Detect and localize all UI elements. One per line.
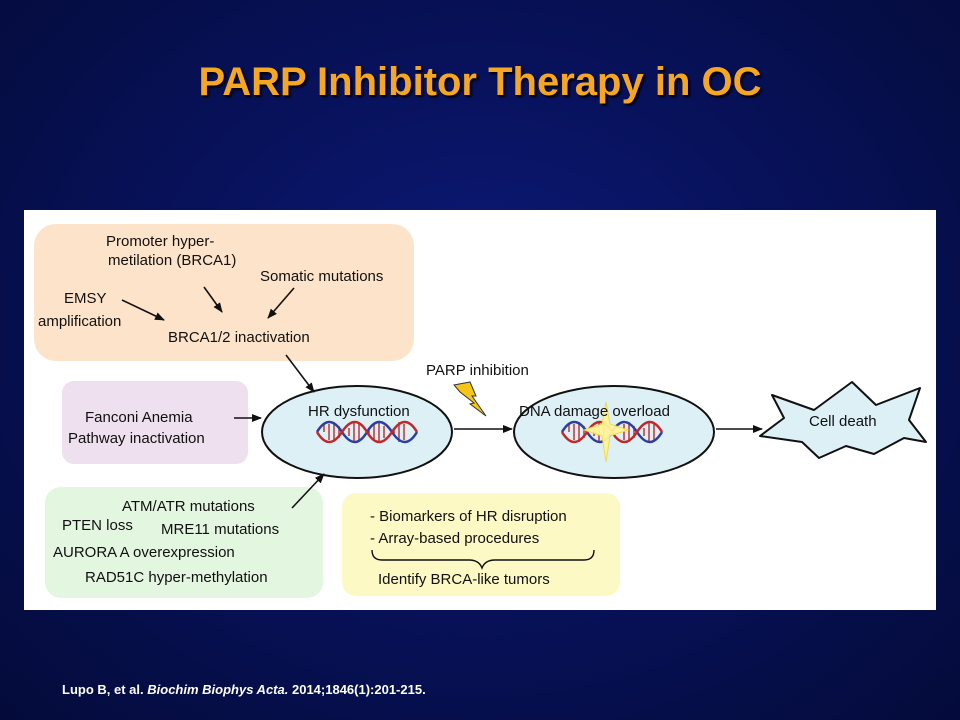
arrow-promoter bbox=[203, 286, 223, 313]
hr-dysfunction-label: HR dysfunction bbox=[308, 403, 410, 420]
fanconi-label-1: Fanconi Anemia bbox=[85, 409, 193, 426]
damage-burst-icon bbox=[582, 401, 630, 463]
biomarkers-box bbox=[342, 493, 620, 596]
arrow-mutations-to-hr bbox=[291, 473, 325, 509]
arrow-somatic bbox=[267, 287, 295, 319]
mre11-label: MRE11 mutations bbox=[161, 521, 280, 538]
citation-details: 2014;1846(1):201-215. bbox=[291, 682, 426, 697]
fanconi-box bbox=[62, 381, 248, 464]
arrow-emsy bbox=[121, 299, 165, 321]
slide-title: PARP Inhibitor Therapy in OC bbox=[198, 60, 762, 104]
hr-dysfunction-node bbox=[261, 385, 453, 479]
mutations-box bbox=[45, 487, 323, 598]
brca-inactivation-label: BRCA1/2 inactivation bbox=[168, 329, 310, 346]
pten-label: PTEN loss bbox=[62, 517, 133, 534]
aurora-label: AURORA A overexpression bbox=[53, 544, 235, 561]
citation-journal: Biochim Biophys Acta. bbox=[147, 682, 289, 697]
fanconi-label-2: Pathway inactivation bbox=[68, 430, 205, 447]
citation: Lupo B, et al. Biochim Biophys Acta. 201… bbox=[62, 682, 426, 697]
citation-authors: Lupo B, et al. bbox=[62, 682, 144, 697]
dna-damage-label: DNA damage overload bbox=[519, 403, 670, 420]
parp-inhibition-label: PARP inhibition bbox=[426, 362, 529, 379]
rad51c-label: RAD51C hyper-methylation bbox=[85, 569, 268, 586]
lightning-bolt-icon bbox=[453, 381, 487, 417]
biomarkers-label-1: - Biomarkers of HR disruption bbox=[370, 508, 567, 525]
emsy-label-2: amplification bbox=[38, 313, 122, 330]
diagram-panel: Promoter hyper- metilation (BRCA1) Somat… bbox=[24, 210, 936, 610]
arrow-brca-to-hr bbox=[285, 354, 315, 393]
emsy-label-1: EMSY bbox=[64, 290, 107, 307]
diagram-svg bbox=[34, 224, 927, 598]
dna-helix-damage bbox=[560, 401, 664, 463]
atm-atr-label: ATM/ATR mutations bbox=[122, 498, 255, 515]
biomarkers-label-2: - Array-based procedures bbox=[370, 530, 540, 547]
identify-brca-like-label: Identify BRCA-like tumors bbox=[378, 571, 550, 588]
cell-death-label: Cell death bbox=[809, 413, 877, 430]
promoter-label-1: Promoter hyper- bbox=[106, 233, 215, 250]
somatic-mutations-label: Somatic mutations bbox=[260, 268, 384, 285]
promoter-label-2: metilation (BRCA1) bbox=[108, 252, 237, 269]
dna-helix-hr bbox=[315, 420, 419, 444]
causes-box bbox=[34, 224, 414, 361]
cell-death-shape bbox=[759, 381, 927, 459]
brace-icon bbox=[371, 549, 595, 570]
